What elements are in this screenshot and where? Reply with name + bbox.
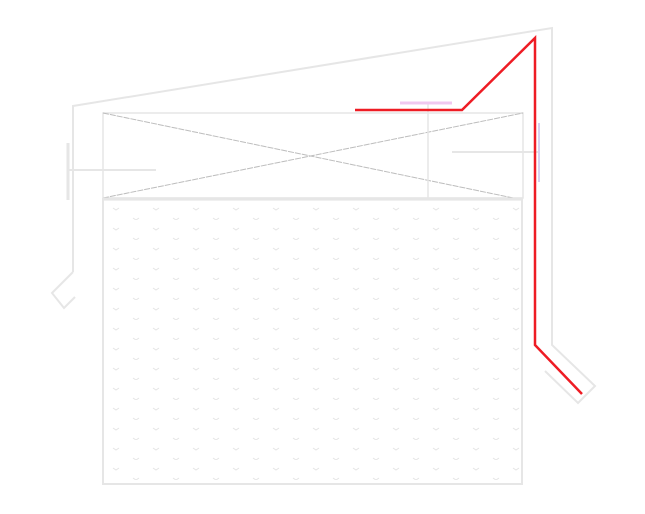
dimension-markers bbox=[66, 123, 540, 200]
lower-box-fill bbox=[104, 200, 522, 484]
cross-diagonal-1 bbox=[102, 112, 524, 201]
envelope-left-spout bbox=[50, 271, 76, 310]
lower-box bbox=[102, 198, 523, 485]
lower-box-outline bbox=[102, 198, 523, 485]
highlighted-path bbox=[355, 35, 583, 395]
outer-envelope bbox=[50, 26, 597, 405]
envelope-roof-line bbox=[72, 26, 597, 405]
red-route-line bbox=[355, 35, 583, 395]
cross-diagonal-2 bbox=[102, 112, 524, 199]
